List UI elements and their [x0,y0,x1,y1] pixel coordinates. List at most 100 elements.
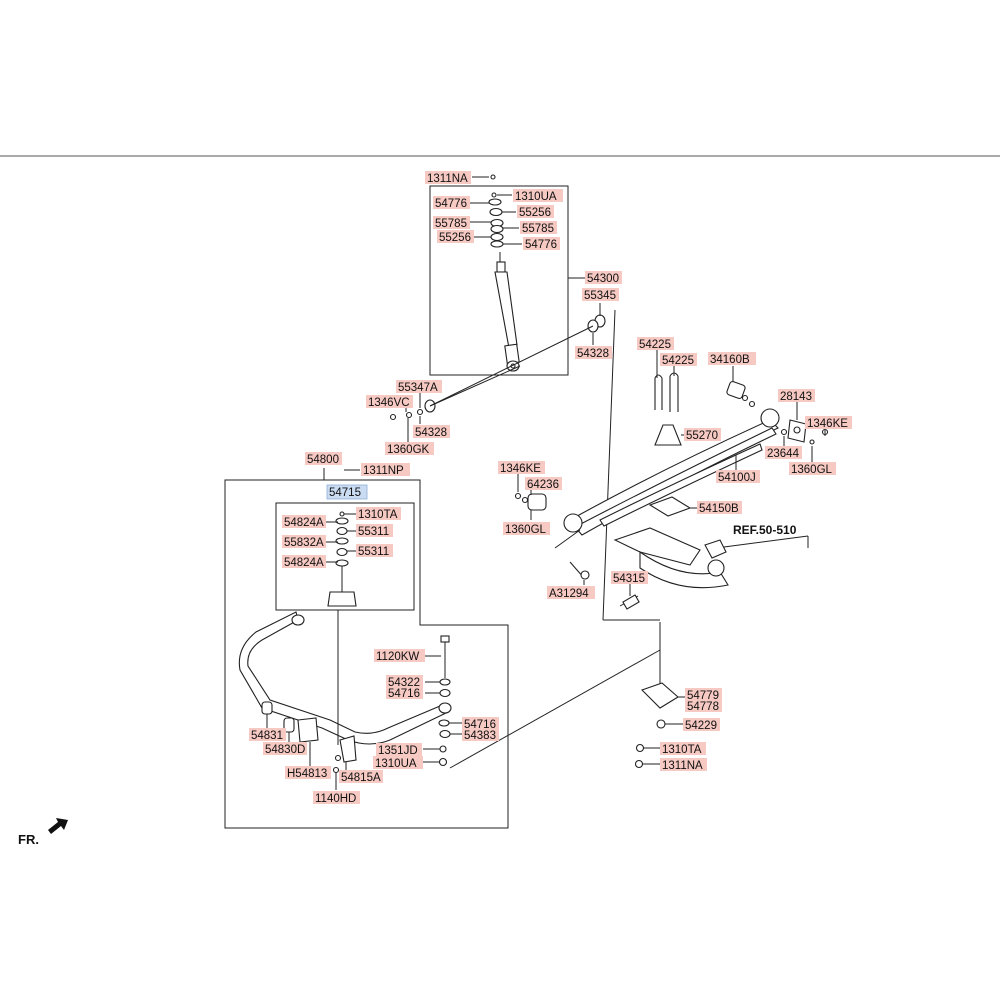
callout[interactable]: 55345 [582,288,619,302]
callout-text: 54328 [415,427,447,439]
front-arrow-icon [48,818,68,834]
callout[interactable]: 1360GL [789,462,836,476]
callout-text: 54225 [639,339,671,351]
stabilizer-bar-drawing [238,511,452,774]
callout[interactable]: 54383 [462,728,499,742]
callout-text: 55785 [435,218,467,230]
callout[interactable]: 54100J [716,470,760,484]
callout-text: 55311 [358,526,389,538]
callout[interactable]: 1360GK [385,442,434,456]
callout-text: 54328 [577,348,609,360]
callout[interactable]: 1310UA [373,756,423,770]
shock-bushings [389,314,606,421]
callout[interactable]: 54776 [433,196,470,210]
stabilizer-leader-lines [266,468,462,790]
callout[interactable]: 54830D [263,742,307,756]
callout[interactable]: 23644 [765,446,802,460]
callout[interactable]: 1346VC [366,395,413,409]
callout[interactable]: 54824A [282,515,326,529]
callout[interactable]: 54328 [413,425,450,439]
callout[interactable]: 54328 [575,346,612,360]
callout[interactable]: 54225 [660,353,697,367]
callout-text: H54813 [287,768,327,780]
callout[interactable]: 54815A [339,770,383,784]
callout[interactable]: 54225 [637,337,674,351]
callout-text: 1360GK [387,444,430,456]
callout[interactable]: 54229 [683,718,720,732]
callout[interactable]: 55832A [282,535,326,549]
callout[interactable]: 55347A [396,380,442,394]
callout[interactable]: 1311NA [425,171,471,185]
callout-text: 1310TA [358,509,398,521]
callout-text: 23644 [767,448,800,460]
callout[interactable]: 1310UA [513,189,563,203]
callout-text: 54229 [685,720,717,732]
callout[interactable]: 28143 [778,389,815,403]
callout-text: A31294 [549,588,589,600]
callout-text: 1360GL [791,464,833,476]
callout[interactable]: 1310TA [356,507,401,521]
callout-text: 54716 [388,688,420,700]
callout[interactable]: 54831 [249,728,286,742]
callout[interactable]: 55785 [520,221,557,235]
callout-text: 1346KE [500,463,541,475]
callout-text: 54800 [307,454,339,466]
callout[interactable]: 54776 [523,237,560,251]
callout[interactable]: 1311NA [660,758,707,772]
callout[interactable]: 54824A [282,555,326,569]
front-direction-label: FR. [18,832,39,847]
callout[interactable]: 34160B [708,352,756,366]
stabilizer-group-box [224,479,509,829]
callout-text: 54225 [662,355,694,367]
callout[interactable]: 54716 [386,686,423,700]
callout-text: 64236 [527,479,559,491]
callout[interactable]: 54800 [305,452,342,466]
callout-text: 55256 [519,207,551,219]
callout-text: 1311NA [662,760,703,772]
callout[interactable]: 54300 [585,271,622,285]
callout[interactable]: 55785 [433,216,470,230]
callout[interactable]: 1346KE [805,416,852,430]
callout[interactable]: 55270 [684,428,721,442]
callout[interactable]: 55256 [517,205,554,219]
callout[interactable]: 54315 [611,571,648,585]
callout[interactable]: 55311 [356,544,393,558]
callout-text: 55347A [398,382,438,394]
callout-text: 54815A [341,772,381,784]
callout-text: 1346VC [368,397,410,409]
callout-text: 1311NA [427,173,468,185]
callout-text: 28143 [780,391,812,403]
callout-selected[interactable]: 54715 [326,484,368,500]
callout[interactable]: 1120KW [374,649,425,663]
callout-text: 54776 [525,239,557,251]
callout[interactable]: A31294 [547,586,595,600]
callout[interactable]: 54778 [685,699,722,713]
ubolt-plate-leader-lines [449,649,685,769]
callout[interactable]: H54813 [285,766,331,780]
callout-text: 1310UA [515,191,557,203]
callout[interactable]: 54150B [697,501,742,515]
callout-text: 1140HD [315,793,356,805]
callout[interactable]: 1351JD [376,743,422,757]
callout-text: 55270 [686,430,718,442]
callout-labels: 1311NA 1310UA 54776 55256 55785 55785 55… [249,171,852,805]
callout[interactable]: 55311 [356,524,393,538]
callout[interactable]: 1311NP [361,463,410,477]
callout[interactable]: 1346KE [498,461,545,475]
shock-top-washers [488,174,504,248]
callout[interactable]: 1140HD [313,791,360,805]
callout[interactable]: 1360GL [503,522,550,536]
callout-text: 54824A [284,557,324,569]
callout-text: 55256 [439,232,471,244]
callout-text: 54715 [329,487,361,499]
callout[interactable]: 1310TA [660,742,706,756]
callout[interactable]: 64236 [525,477,562,491]
callout-text: 1310UA [375,758,417,770]
callout-text: 54830D [265,744,305,756]
callout-text: 54150B [699,503,739,515]
leaf-spring-leader-lines [517,350,826,690]
callout[interactable]: 55256 [437,230,474,244]
callout-text: 55345 [584,290,616,302]
callout-text: 55832A [284,537,324,549]
